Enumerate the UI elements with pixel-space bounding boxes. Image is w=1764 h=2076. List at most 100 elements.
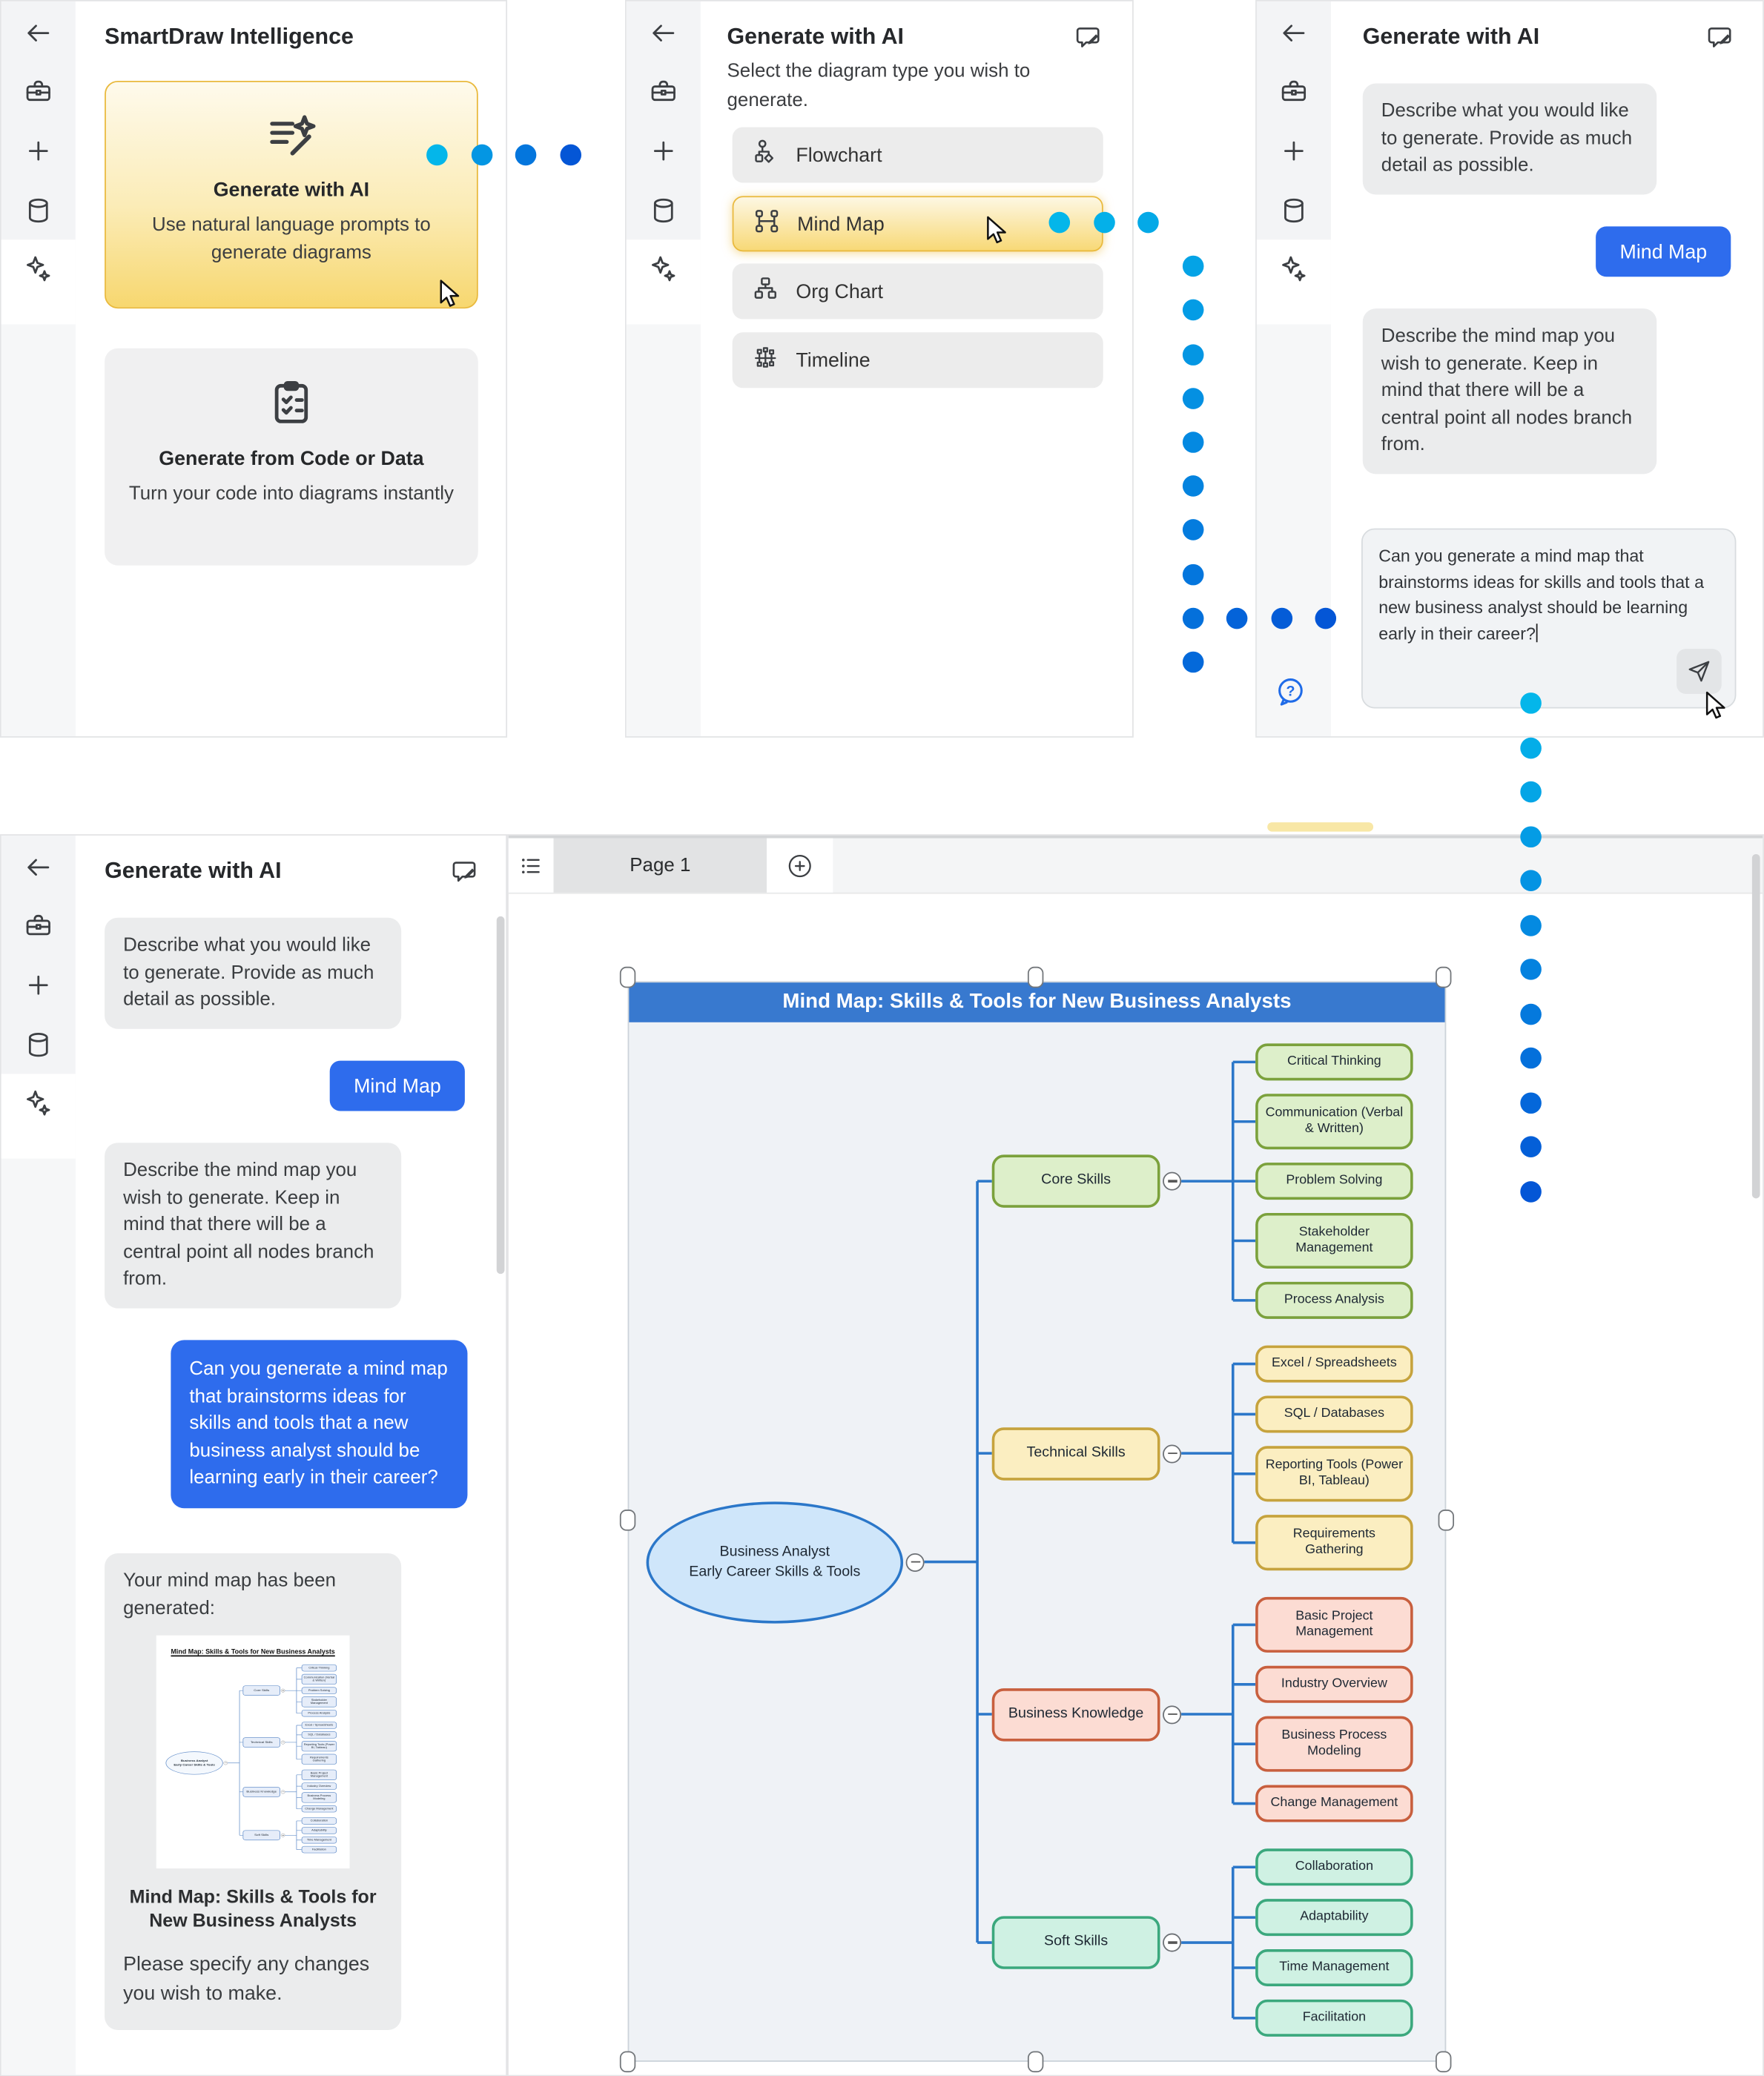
option-flowchart[interactable]: Flowchart xyxy=(732,127,1103,183)
mindmap-child-node[interactable]: Industry Overview xyxy=(301,1782,337,1790)
mindmap-child-node[interactable]: Facilitation xyxy=(301,1845,337,1854)
add-page-button[interactable] xyxy=(767,838,833,893)
mindmap-child-node[interactable]: Basic Project Management xyxy=(1255,1596,1413,1653)
ai-sparkles-icon[interactable] xyxy=(24,254,53,283)
mindmap-child-node[interactable]: Critical Thinking xyxy=(301,1664,337,1672)
help-icon[interactable]: ? xyxy=(1275,677,1307,711)
add-icon[interactable] xyxy=(1279,136,1308,165)
mindmap-child-node[interactable]: Communication (Verbal & Written) xyxy=(301,1673,337,1685)
collapse-toggle[interactable] xyxy=(1163,1444,1182,1463)
mindmap-branch-node[interactable]: Core Skills xyxy=(991,1154,1160,1208)
data-icon[interactable] xyxy=(1279,196,1308,225)
mindmap-child-node[interactable]: Process Analysis xyxy=(1255,1281,1413,1319)
selection-handle-top-left[interactable] xyxy=(619,966,636,988)
mindmap-branch-node[interactable]: Business Knowledge xyxy=(242,1786,280,1797)
mindmap-title-banner[interactable]: Mind Map: Skills & Tools for New Busines… xyxy=(629,982,1445,1022)
mindmap-child-node[interactable]: Excel / Spreadsheets xyxy=(1255,1345,1413,1383)
mindmap-branch-node[interactable]: Business Knowledge xyxy=(991,1687,1160,1741)
add-icon[interactable] xyxy=(649,136,678,165)
selection-handle-top-right[interactable] xyxy=(1436,966,1452,988)
mindmap-branch-node[interactable]: Soft Skills xyxy=(242,1830,280,1841)
mindmap-child-node[interactable]: Change Management xyxy=(301,1805,337,1813)
back-arrow-icon[interactable] xyxy=(24,853,53,882)
collapse-toggle[interactable] xyxy=(280,1790,285,1794)
add-icon[interactable] xyxy=(24,136,53,165)
mindmap-child-node[interactable]: Problem Solving xyxy=(301,1687,337,1694)
mindmap-child-node[interactable]: Time Management xyxy=(301,1836,337,1844)
data-icon[interactable] xyxy=(24,1031,53,1060)
collapse-toggle[interactable] xyxy=(1163,1705,1182,1724)
mindmap-branch-node[interactable]: Core Skills xyxy=(242,1685,280,1696)
selection-handle-mid-right[interactable] xyxy=(1438,1510,1455,1531)
mindmap-child-node[interactable]: SQL / Databases xyxy=(1255,1395,1413,1433)
selection-handle-bottom-left[interactable] xyxy=(619,2051,636,2073)
mindmap-child-node[interactable]: Change Management xyxy=(1255,1785,1413,1822)
option-timeline[interactable]: Timeline xyxy=(732,332,1103,389)
mindmap-child-node[interactable]: Business Process Modeling xyxy=(301,1792,337,1803)
data-icon[interactable] xyxy=(649,196,678,225)
collapse-toggle[interactable] xyxy=(1163,1933,1182,1952)
option-org-chart[interactable]: Org Chart xyxy=(732,263,1103,320)
feedback-note-icon[interactable] xyxy=(450,858,478,886)
canvas-scrollbar[interactable] xyxy=(1751,853,1760,1199)
selection-handle-bottom-right[interactable] xyxy=(1436,2051,1452,2073)
ai-sparkles-icon[interactable] xyxy=(24,1088,53,1117)
panel-scrollbar[interactable] xyxy=(496,916,505,1275)
collapse-toggle[interactable] xyxy=(223,1761,228,1765)
mindmap-child-node[interactable]: Basic Project Management xyxy=(301,1769,337,1780)
mindmap-child-node[interactable]: Stakeholder Management xyxy=(301,1696,337,1708)
collapse-toggle[interactable] xyxy=(1163,1171,1182,1191)
toolbox-icon[interactable] xyxy=(24,77,53,106)
mindmap-child-node[interactable]: Collaboration xyxy=(1255,1848,1413,1886)
tab-page-1[interactable]: Page 1 xyxy=(553,838,767,893)
data-icon[interactable] xyxy=(24,196,53,225)
mindmap-child-node[interactable]: Excel / Spreadsheets xyxy=(301,1722,337,1729)
back-arrow-icon[interactable] xyxy=(649,19,678,47)
mindmap-child-node[interactable]: Collaboration xyxy=(301,1817,337,1825)
toolbox-icon[interactable] xyxy=(24,911,53,940)
mindmap-branch-node[interactable]: Technical Skills xyxy=(991,1427,1160,1480)
collapse-toggle[interactable] xyxy=(905,1553,925,1572)
add-icon[interactable] xyxy=(24,971,53,999)
mindmap-child-node[interactable]: Reporting Tools (Power BI, Tableau) xyxy=(301,1741,337,1752)
mindmap-child-node[interactable]: Communication (Verbal & Written) xyxy=(1255,1094,1413,1150)
mindmap-child-node[interactable]: Critical Thinking xyxy=(1255,1043,1413,1081)
mindmap-branch-node[interactable]: Soft Skills xyxy=(991,1916,1160,1969)
feedback-note-icon[interactable] xyxy=(1074,24,1102,52)
page-list-button[interactable] xyxy=(508,838,554,893)
send-button[interactable] xyxy=(1677,649,1722,694)
mindmap-thumbnail[interactable]: Mind Map: Skills & Tools for New Busines… xyxy=(156,1635,350,1869)
back-arrow-icon[interactable] xyxy=(1279,19,1308,47)
generate-with-ai-card[interactable]: Generate with AI Use natural language pr… xyxy=(105,80,478,309)
mindmap-child-node[interactable]: Requirements Gathering xyxy=(301,1753,337,1765)
mindmap-child-node[interactable]: SQL / Databases xyxy=(301,1731,337,1739)
mindmap-child-node[interactable]: Process Analysis xyxy=(301,1709,337,1717)
mindmap-child-node[interactable]: Requirements Gathering xyxy=(1255,1515,1413,1571)
prompt-input[interactable]: Can you generate a mind map that brainst… xyxy=(1361,528,1737,709)
collapse-toggle[interactable] xyxy=(280,1740,285,1745)
mindmap-child-node[interactable]: Reporting Tools (Power BI, Tableau) xyxy=(1255,1446,1413,1502)
ai-sparkles-icon[interactable] xyxy=(649,254,678,283)
generate-from-code-card[interactable]: Generate from Code or Data Turn your cod… xyxy=(105,348,478,566)
mindmap-child-node[interactable]: Business Process Modeling xyxy=(1255,1716,1413,1772)
selection-handle-top-center[interactable] xyxy=(1027,966,1044,988)
toolbox-icon[interactable] xyxy=(649,77,678,106)
feedback-note-icon[interactable] xyxy=(1705,24,1734,52)
mindmap-child-node[interactable]: Adaptability xyxy=(301,1827,337,1834)
mindmap-child-node[interactable]: Problem Solving xyxy=(1255,1163,1413,1200)
mindmap-child-node[interactable]: Time Management xyxy=(1255,1948,1413,1986)
mindmap-child-node[interactable]: Facilitation xyxy=(1255,1999,1413,2037)
toolbox-icon[interactable] xyxy=(1279,77,1308,106)
collapse-toggle[interactable] xyxy=(280,1688,285,1693)
mindmap-child-node[interactable]: Stakeholder Management xyxy=(1255,1212,1413,1269)
ai-sparkles-icon[interactable] xyxy=(1279,254,1308,283)
collapse-toggle[interactable] xyxy=(280,1833,285,1837)
mindmap-child-node[interactable]: Adaptability xyxy=(1255,1899,1413,1937)
mindmap-child-node[interactable]: Industry Overview xyxy=(1255,1665,1413,1703)
selection-handle-mid-left[interactable] xyxy=(619,1510,636,1531)
back-arrow-icon[interactable] xyxy=(24,19,53,47)
selection-handle-bottom-center[interactable] xyxy=(1027,2051,1044,2073)
option-mind-map[interactable]: Mind Map xyxy=(732,196,1103,252)
